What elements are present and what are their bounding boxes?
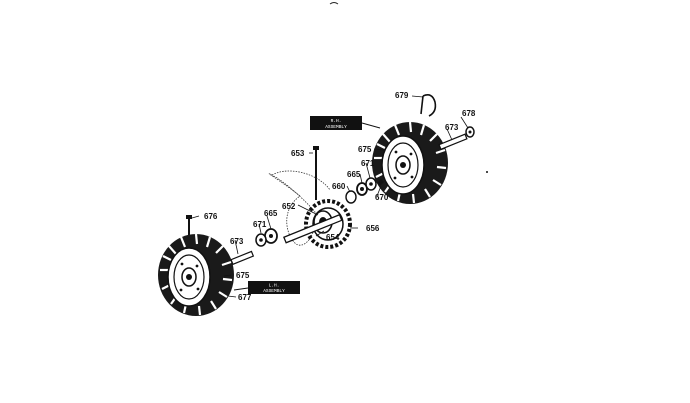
label-675-left: 675 <box>236 271 250 280</box>
chain-loop-upper <box>271 170 331 191</box>
retaining-ring-678 <box>465 126 475 138</box>
chain-loop <box>268 173 316 246</box>
label-660: 660 <box>332 182 346 191</box>
scan-dot <box>486 171 488 173</box>
bolt-653 <box>313 146 319 200</box>
lh-tag-line1: L.H. <box>269 283 280 289</box>
label-671-right: 671 <box>361 159 375 168</box>
key-670 <box>377 179 384 186</box>
rh-tag-line1: R.H. <box>331 118 342 124</box>
label-654: 654 <box>326 233 340 242</box>
lh-assembly-tag: L.H. ASSEMBLY <box>233 281 300 294</box>
leader-lines <box>191 95 469 298</box>
label-665-left: 665 <box>264 209 278 218</box>
axle-shaft <box>283 213 343 244</box>
rh-assembly-tag: R.H. ASSEMBLY <box>310 116 381 130</box>
label-670: 670 <box>375 193 389 202</box>
label-677: 677 <box>238 293 252 302</box>
spacer-660 <box>345 190 357 204</box>
axle-pin-673-right <box>438 133 468 151</box>
label-656: 656 <box>366 224 380 233</box>
label-665-right: 665 <box>347 170 361 179</box>
axle-pin-673-left <box>230 250 255 266</box>
label-679: 679 <box>395 91 409 100</box>
left-wheel <box>158 233 234 316</box>
hairpin-clip-679 <box>420 94 437 117</box>
label-678: 678 <box>462 109 476 118</box>
label-673-right: 673 <box>445 123 459 132</box>
washer-665-right <box>356 182 368 196</box>
rh-tag-line2: ASSEMBLY <box>325 124 347 130</box>
label-652: 652 <box>282 202 296 211</box>
right-wheel <box>372 121 448 204</box>
label-676-left: 676 <box>204 212 218 221</box>
washer-665-left <box>264 228 278 244</box>
lh-tag-line2: ASSEMBLY <box>263 288 285 294</box>
label-671-left: 671 <box>253 220 267 229</box>
scan-mark <box>329 2 339 5</box>
label-675-right: 675 <box>358 145 372 154</box>
label-673-left: 673 <box>230 237 244 246</box>
label-653: 653 <box>291 149 305 158</box>
bearing-671-left <box>255 233 267 247</box>
bearing-671-right <box>365 177 377 191</box>
